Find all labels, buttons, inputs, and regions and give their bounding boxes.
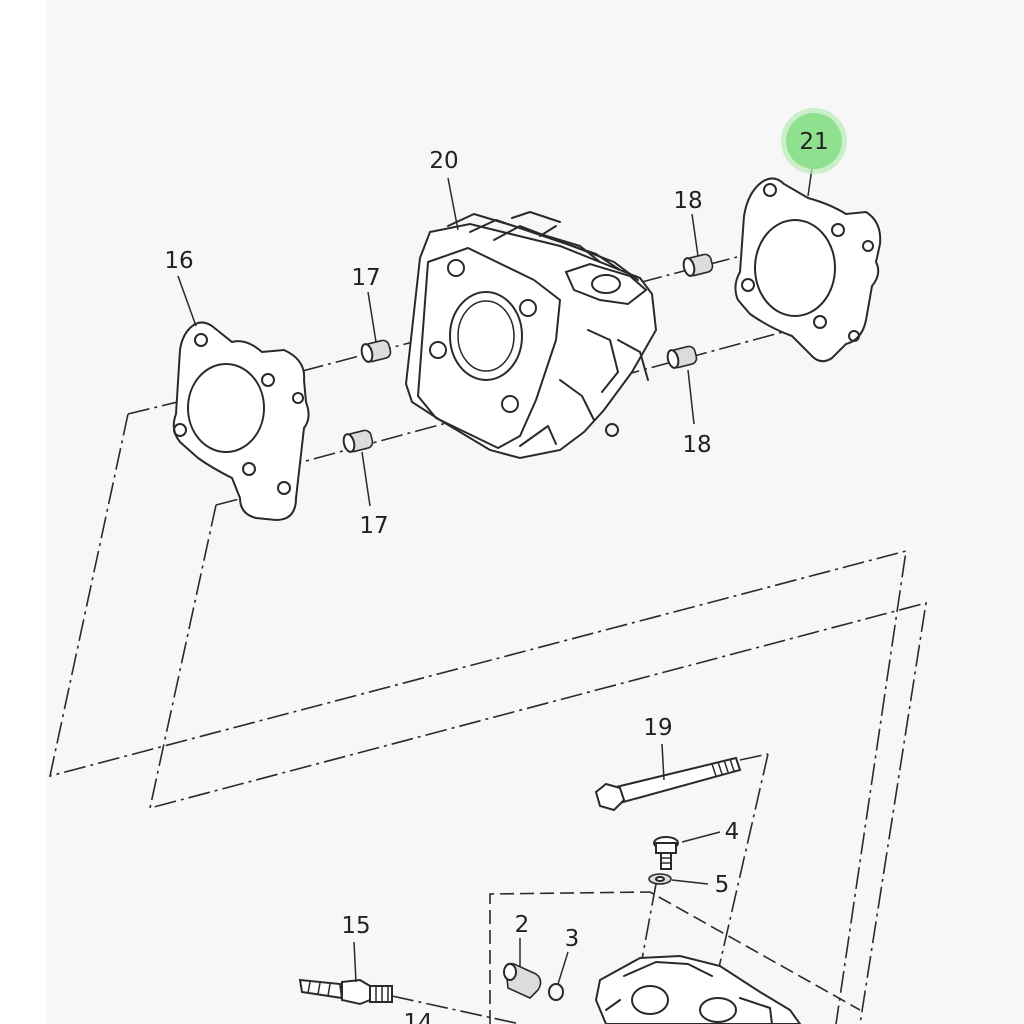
pin-2: [503, 962, 542, 999]
assembly-plane-lower: [148, 504, 927, 1024]
callout-3[interactable]: 3: [565, 926, 580, 952]
leader-17a: [367, 291, 377, 343]
assembly-plane-upper: [48, 413, 907, 1024]
callout-15[interactable]: 15: [341, 913, 370, 939]
plug-guide: [391, 995, 521, 1024]
callout-19[interactable]: 19: [643, 715, 672, 741]
leader-5: [671, 879, 709, 885]
highlight-badge-21: [786, 113, 842, 169]
subassembly-box: [489, 891, 861, 1024]
spark-plug-15: [298, 978, 393, 1006]
callout-16[interactable]: 16: [164, 248, 193, 274]
callout-2[interactable]: 2: [515, 912, 530, 938]
callout-18-lower[interactable]: 18: [682, 432, 711, 458]
callout-17-upper[interactable]: 17: [351, 265, 380, 291]
callout-17-lower[interactable]: 17: [359, 513, 388, 539]
callout-14[interactable]: 14: [403, 1010, 432, 1024]
gasket-21: [734, 177, 882, 363]
clip-3: [548, 983, 564, 1001]
callout-21[interactable]: 21: [799, 129, 828, 155]
dowel-pin-18-upper: [682, 253, 714, 277]
leader-19: [661, 743, 665, 781]
leader-17b: [361, 451, 371, 507]
leader-18a: [691, 213, 699, 257]
washer-5: [648, 873, 672, 885]
cylinder-20: [404, 211, 658, 460]
bolt-4: [653, 836, 679, 870]
dowel-pin-18-lower: [666, 345, 698, 369]
leader-20: [447, 177, 459, 231]
cylinder-head-partial: [594, 954, 802, 1024]
washer-guide: [639, 883, 657, 971]
callout-18-upper[interactable]: 18: [673, 188, 702, 214]
leader-4: [681, 831, 721, 843]
leader-3: [557, 951, 569, 985]
gasket-16: [172, 321, 310, 522]
leader-15: [353, 941, 357, 983]
dowel-pin-17-upper: [360, 339, 392, 363]
leader-18b: [687, 369, 695, 425]
stud-guide-top: [739, 753, 769, 761]
stud-bolt-19: [594, 756, 742, 812]
callout-4[interactable]: 4: [725, 819, 740, 845]
callout-5[interactable]: 5: [715, 872, 730, 898]
dowel-pin-17-lower: [342, 429, 374, 453]
guide-line-2: [279, 321, 821, 469]
leader-16: [177, 275, 197, 327]
callout-20[interactable]: 20: [429, 148, 458, 174]
